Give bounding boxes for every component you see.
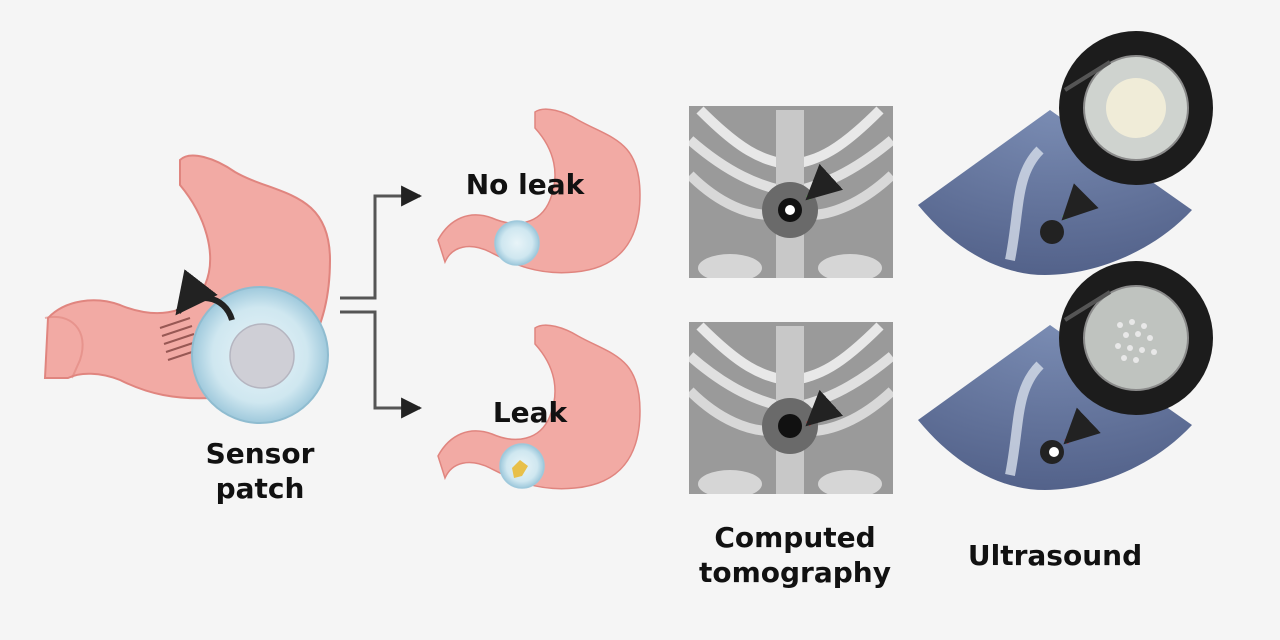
leak-label: Leak [492, 396, 568, 429]
leak-marker-arrow [1063, 407, 1101, 445]
no-leak-marker-arrow [1061, 183, 1099, 221]
leaked-material [512, 460, 528, 478]
ultrasound-leak [918, 261, 1213, 490]
sensor-patch-label: Sensor patch [190, 436, 330, 506]
ct-scan-leak [689, 322, 893, 494]
ultrasound-image [918, 325, 1192, 490]
branch-arrows [340, 185, 423, 419]
curved-arrow-icon [175, 269, 235, 322]
ultrasound-no-leak [918, 31, 1213, 275]
no-leak-marker-arrow [805, 163, 844, 201]
ultrasound-image [918, 110, 1192, 275]
stomach-icon [437, 108, 641, 274]
large-stomach [43, 154, 332, 424]
no-leak-label: No leak [465, 168, 585, 201]
ct-scan-no-leak [689, 106, 893, 278]
sensor-patch-label-line1: Sensor [205, 437, 315, 470]
leak-marker-arrow [805, 389, 844, 427]
sensor-patch-icon [494, 220, 540, 266]
ultrasound-label: Ultrasound [967, 539, 1143, 572]
staple-line [159, 317, 199, 361]
stomach-icon [437, 324, 641, 490]
ct-label-line2: tomography [698, 556, 891, 589]
stomach-leak [437, 324, 641, 490]
stomach-no-leak [437, 108, 641, 274]
ct-label-line1: Computed [714, 521, 876, 554]
sensor-patch-label-line2: patch [215, 472, 305, 505]
ct-label: Computed tomography [690, 520, 900, 590]
